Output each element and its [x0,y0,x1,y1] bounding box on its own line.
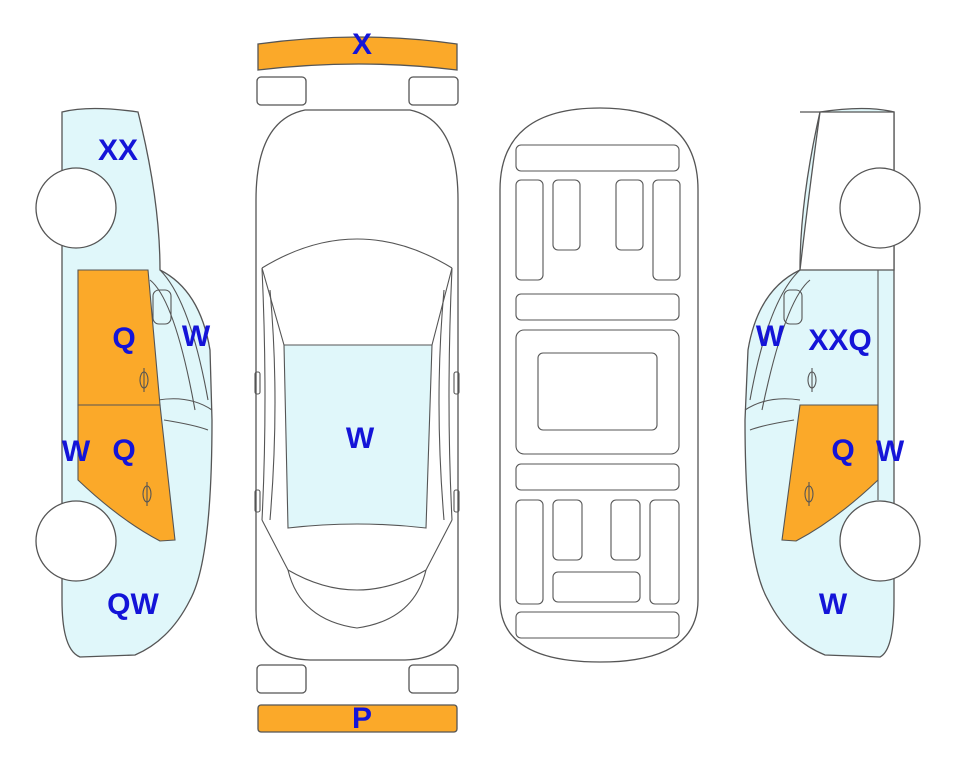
underbody-view [499,107,699,663]
right-rear-door[interactable] [781,404,879,542]
roof-panel[interactable] [283,344,433,529]
rear-left-taillight [256,664,307,694]
left-front-wheel [35,167,117,249]
label-left-rear-quarter: QW [107,588,159,621]
rear-right-taillight [408,664,459,694]
rear-bumper[interactable] [257,704,458,733]
label-left-front-window: W [182,320,211,353]
left-rear-wheel [35,500,117,582]
right-front-wheel [839,167,921,249]
front-right-headlight [408,76,459,106]
damage-labels: X P W XX Q W Q W QW W XXQ Q W W [62,28,905,735]
label-rear-bumper: P [352,702,372,735]
label-right-front-door: XXQ [808,324,871,357]
right-rear-wheel [839,500,921,582]
front-left-headlight [256,76,307,106]
label-left-front-fender: XX [98,134,138,167]
left-front-door-handle [139,368,149,392]
right-front-door-handle [807,368,817,392]
label-front-bumper: X [352,28,372,61]
label-roof: W [346,422,375,455]
label-right-front-window: W [756,320,785,353]
left-rear-door[interactable] [77,404,176,542]
left-rear-door-handle [142,482,152,506]
right-rear-door-handle [804,482,814,506]
label-left-rocker: W [62,435,91,468]
front-bumper[interactable] [257,36,458,71]
label-left-front-door: Q [112,322,135,355]
label-left-rear-door: Q [112,434,135,467]
label-right-rear-pillar: W [876,435,905,468]
label-right-rear-quarter: W [819,588,848,621]
label-right-rear-door: Q [831,434,854,467]
